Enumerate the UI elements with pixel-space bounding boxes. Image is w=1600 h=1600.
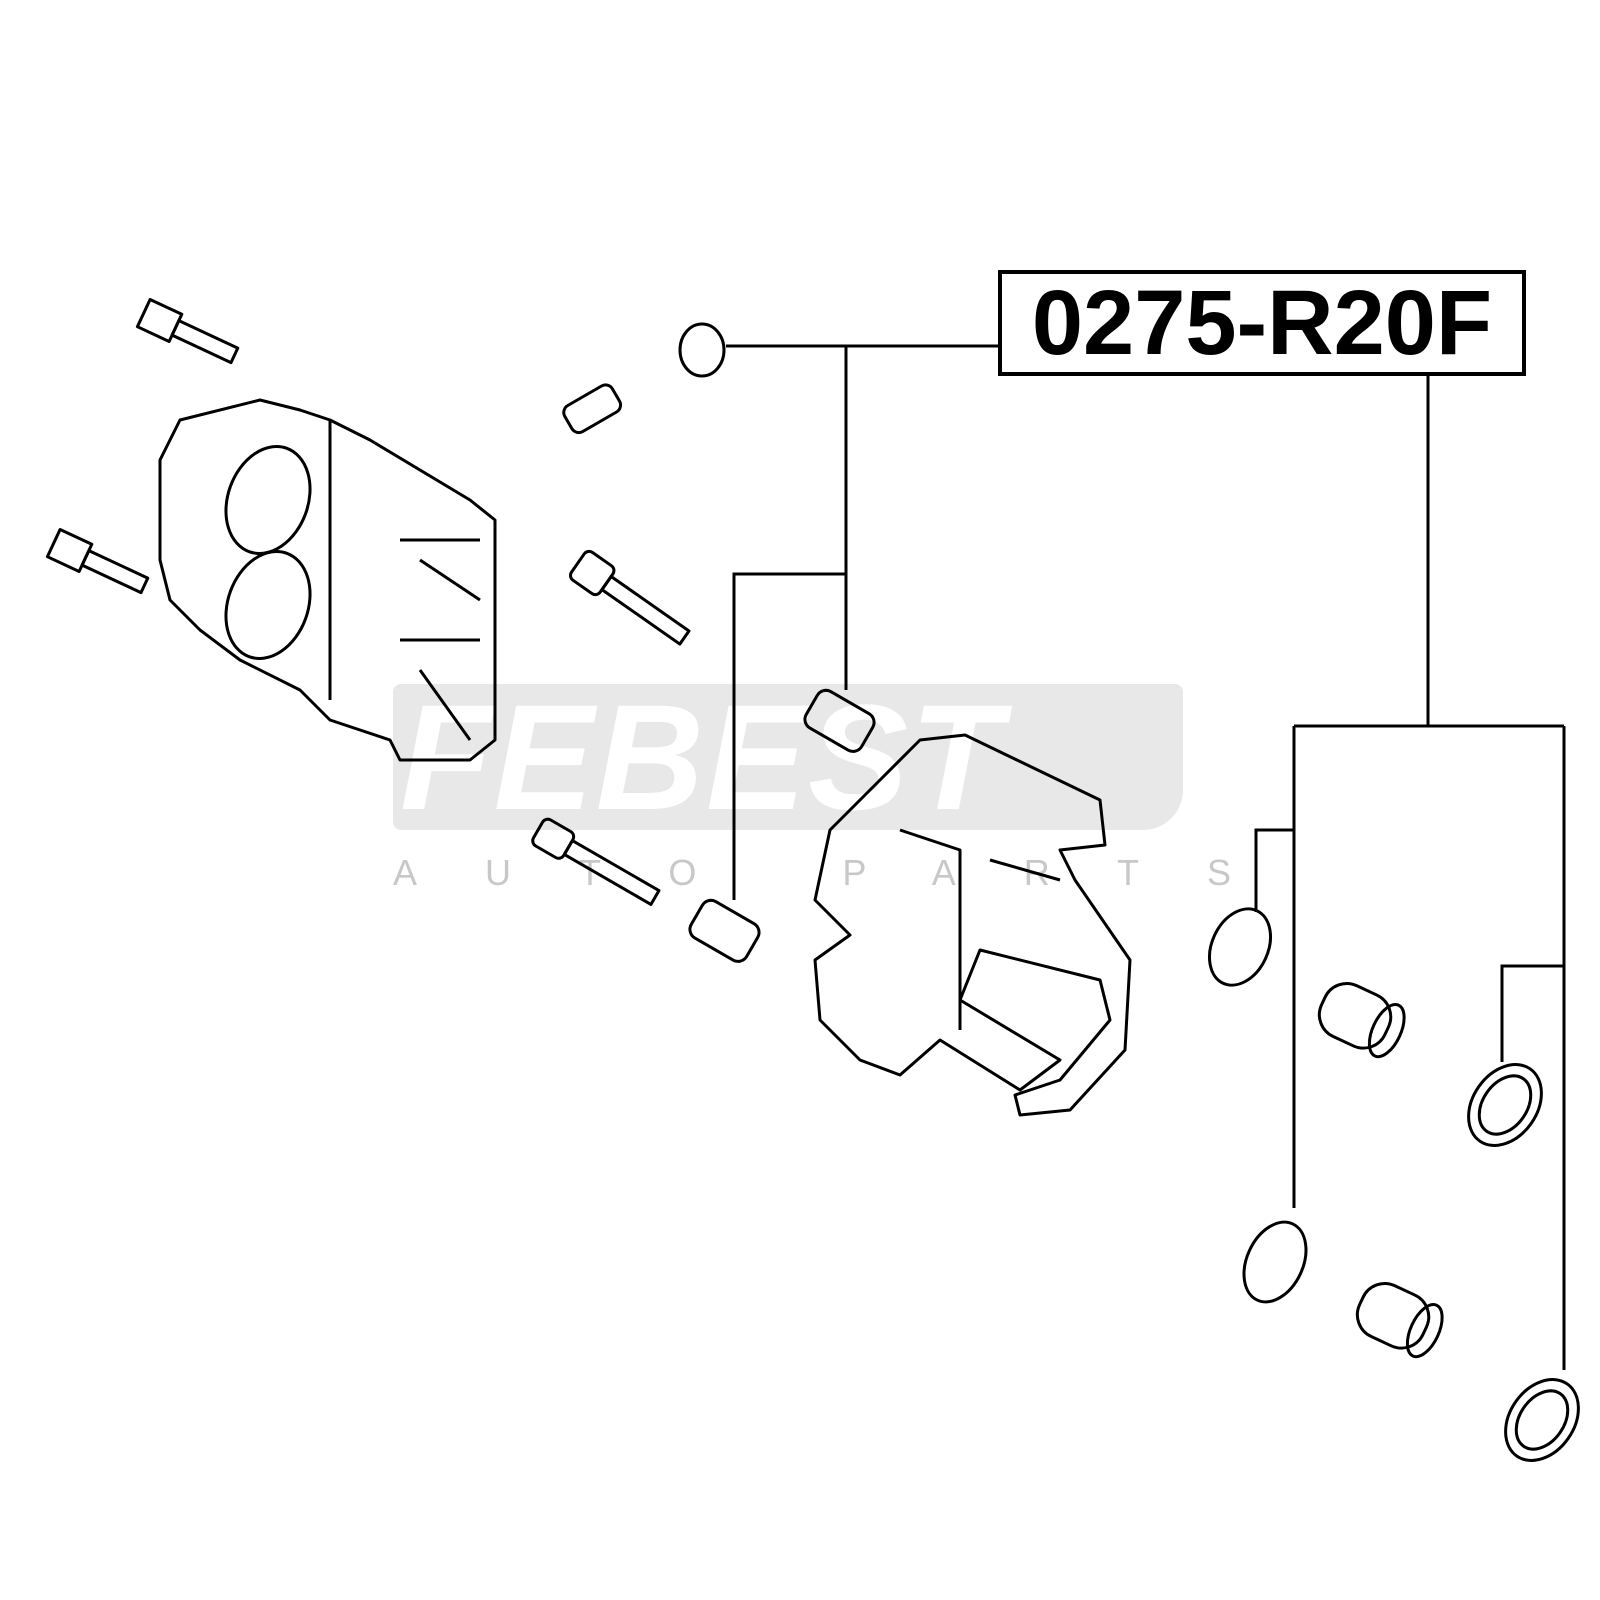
bleeder-screw <box>562 383 623 435</box>
leader-lines <box>726 344 1566 1370</box>
dust-boot-upper <box>1467 1063 1543 1147</box>
dust-boot-lower <box>1504 1378 1580 1462</box>
bolt-upper <box>135 298 240 365</box>
piston-lower <box>1355 1282 1444 1359</box>
piston-seal-upper <box>1208 907 1272 987</box>
bolt-lower <box>45 528 150 595</box>
piston-seal-lower <box>1242 1220 1308 1304</box>
watermark-band <box>393 684 1183 830</box>
part-number-label: 0275-R20F <box>998 270 1526 376</box>
pin-boot-upper <box>803 688 876 753</box>
guide-pin-lower <box>531 817 661 906</box>
pin-boot-lower <box>688 898 761 963</box>
caliper-body <box>158 398 497 762</box>
piston-upper <box>1317 982 1406 1059</box>
bleeder-cap <box>678 322 726 378</box>
caliper-bracket <box>813 733 1132 1117</box>
watermark-subtitle: AUTO PARTS <box>393 852 1300 893</box>
guide-pin-upper <box>569 549 691 646</box>
